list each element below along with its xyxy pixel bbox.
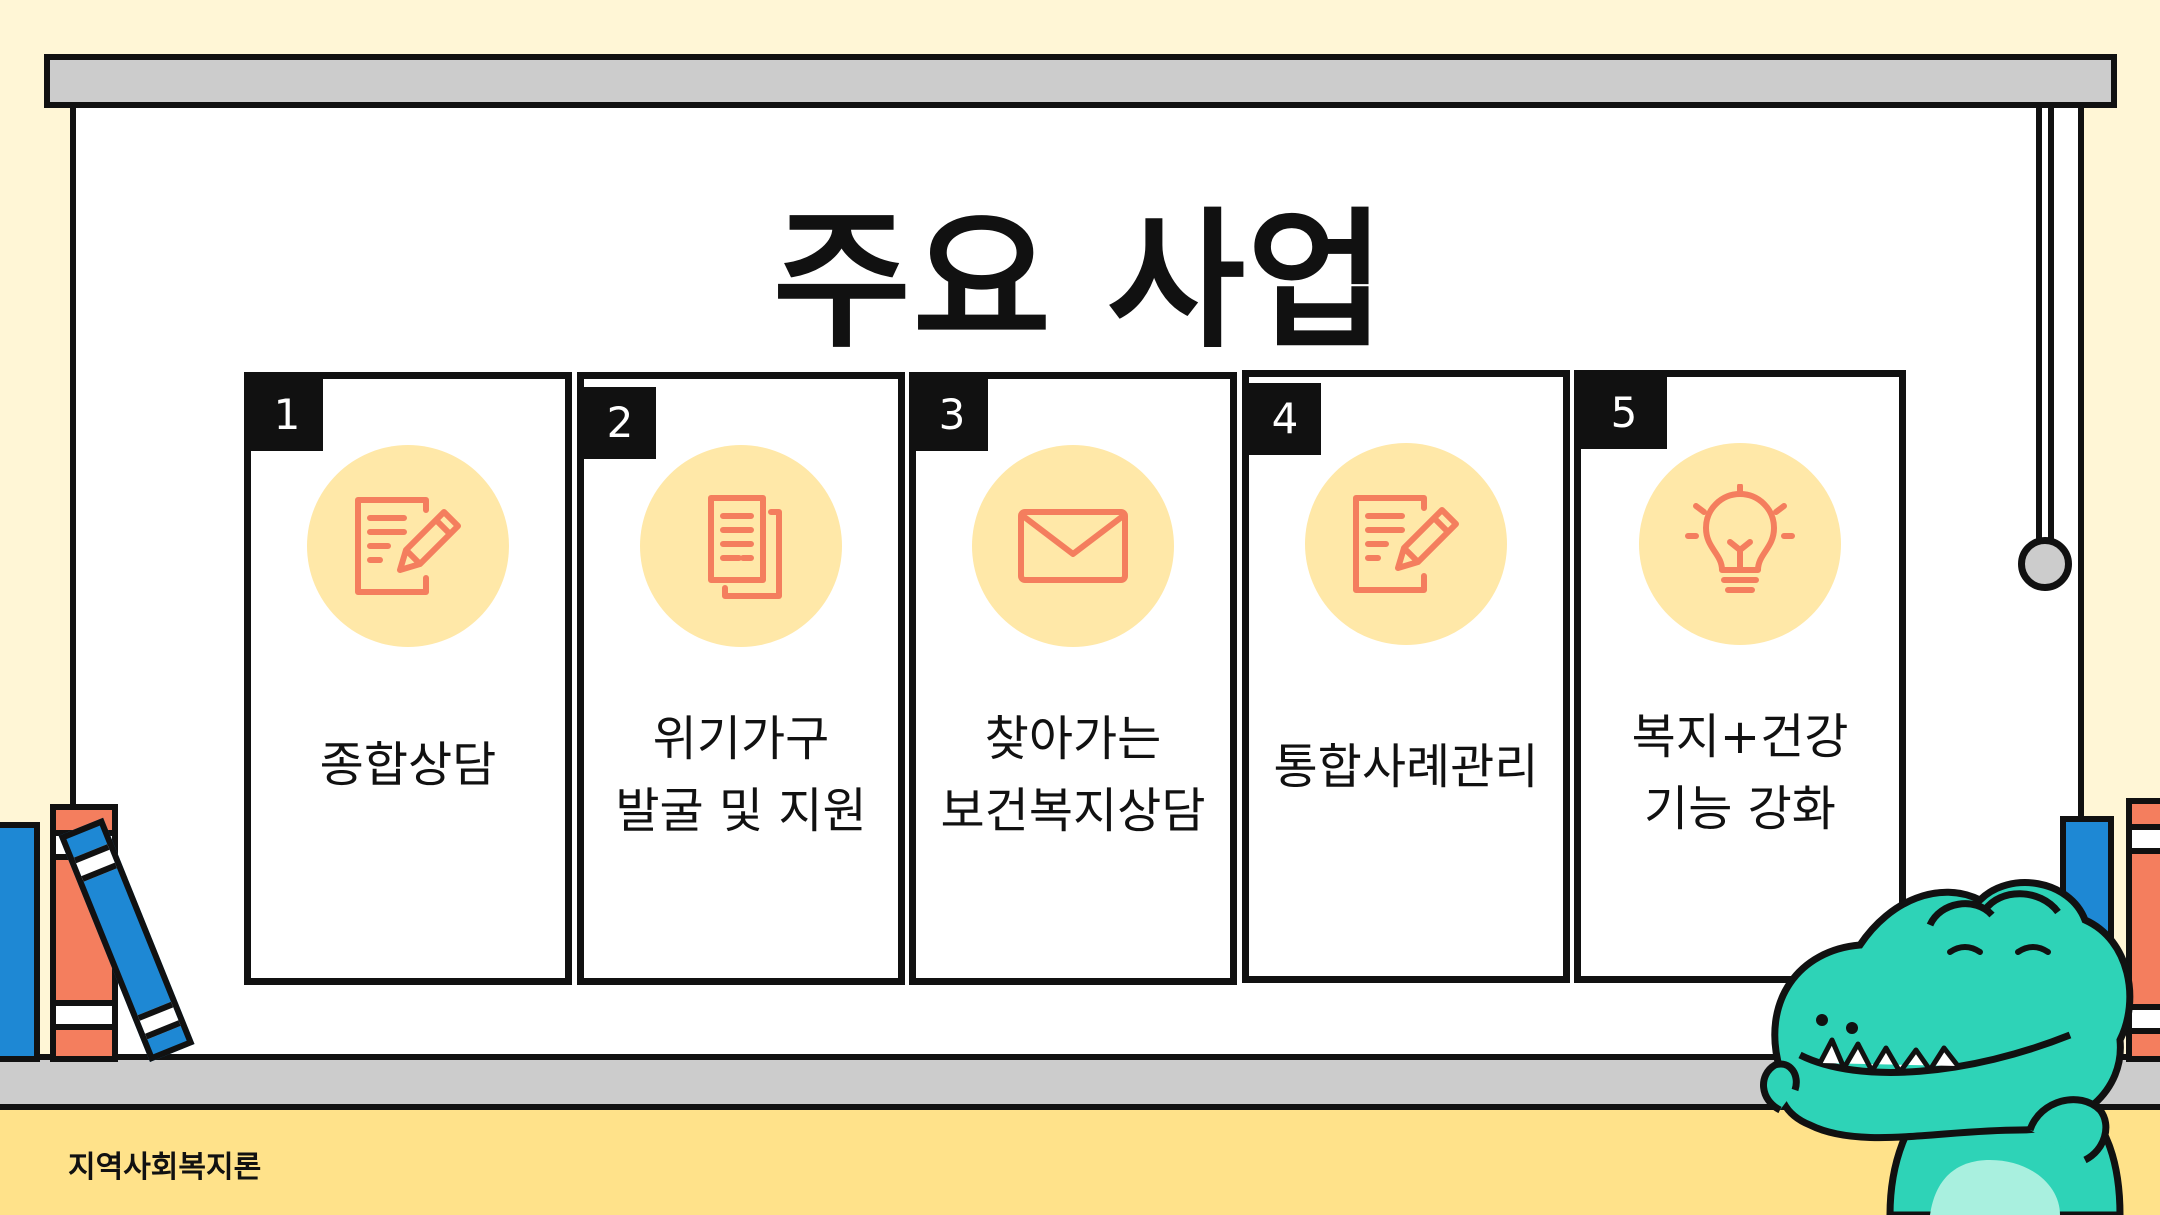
book-blue	[0, 822, 40, 1062]
card-label: 기능 강화	[1644, 781, 1836, 837]
crocodile-mascot	[1760, 879, 2134, 1215]
documents-icon	[640, 445, 842, 647]
card-label: 종합상담	[319, 737, 497, 793]
business-card-4[interactable]: 4 통합사례관리	[1242, 370, 1570, 983]
card-number-badge: 4	[1249, 383, 1321, 455]
envelope-icon	[972, 445, 1174, 647]
card-label: 보건복지상담	[940, 783, 1206, 839]
pull-cord	[2036, 108, 2054, 548]
business-card-2[interactable]: 2 위기가구 발굴 및 지원	[577, 372, 905, 985]
card-label: 위기가구	[652, 711, 830, 767]
card-label: 복지+건강	[1631, 709, 1849, 765]
card-number-badge: 3	[916, 379, 988, 451]
card-number-badge: 1	[251, 379, 323, 451]
card-number-badge: 5	[1581, 377, 1667, 449]
floor-band	[0, 1108, 2160, 1215]
business-card-5[interactable]: 5 복지+건강 기능 강화	[1574, 370, 1906, 983]
screen-top-rod	[44, 54, 2117, 108]
edit-document-icon	[1305, 443, 1507, 645]
card-label: 찾아가는	[984, 711, 1162, 767]
card-label: 발굴 및 지원	[615, 783, 867, 839]
lightbulb-icon	[1639, 443, 1841, 645]
card-number-badge: 2	[584, 387, 656, 459]
card-label: 통합사례관리	[1273, 739, 1539, 795]
book-orange	[2126, 798, 2160, 1062]
pull-knob[interactable]	[2018, 537, 2072, 591]
edit-document-icon	[307, 445, 509, 647]
business-card-3[interactable]: 3 찾아가는 보건복지상담	[909, 372, 1237, 985]
page-title: 주요 사업	[772, 195, 1388, 369]
business-card-1[interactable]: 1 종합상담	[244, 372, 572, 985]
footer-label: 지역사회복지론	[68, 1150, 262, 1185]
